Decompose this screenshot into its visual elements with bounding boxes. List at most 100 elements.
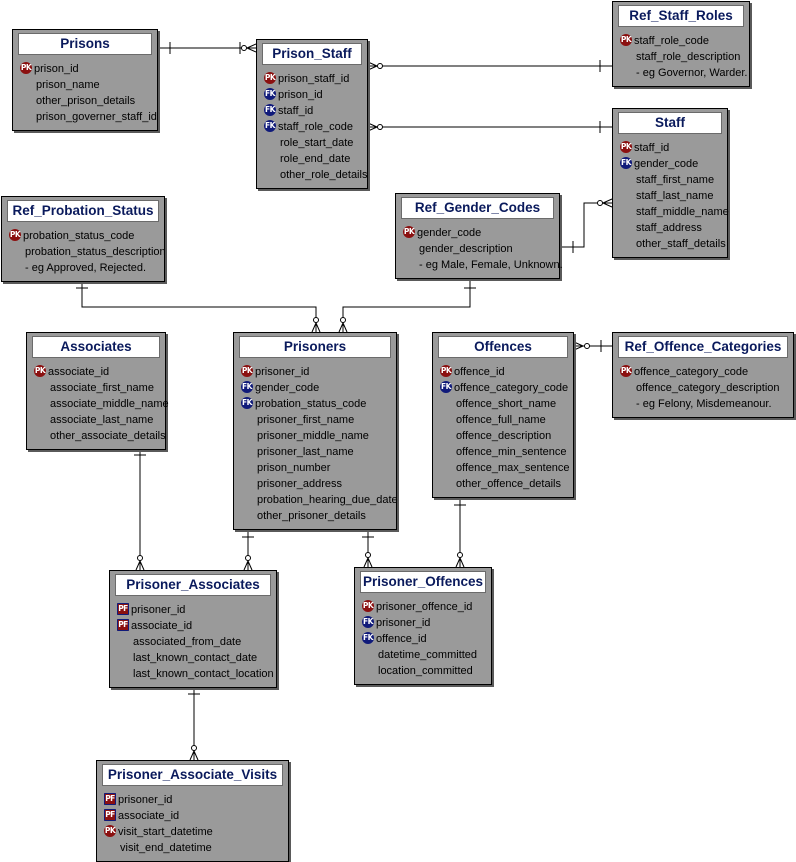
attribute-name: prison_id <box>278 89 323 101</box>
fk-key-icon: FK <box>264 88 276 100</box>
attribute-name: offence_id <box>454 366 505 378</box>
attribute-row: staff_role_description <box>613 49 749 65</box>
pk-key-icon: PK <box>403 226 415 238</box>
attribute-name: prisoner_first_name <box>257 414 355 426</box>
attribute-row: prisoner_first_name <box>234 412 396 428</box>
attribute-row: staff_middle_name <box>613 204 729 220</box>
attribute-name: offence_min_sentence <box>456 446 567 458</box>
attribute-name: staff_middle_name <box>636 206 729 218</box>
entity-title: Associates <box>32 336 160 358</box>
attribute-row: prisoner_address <box>234 476 396 492</box>
attribute-name: staff_address <box>636 222 702 234</box>
fk-key-icon: FK <box>264 104 276 116</box>
attribute-name: gender_description <box>419 243 513 255</box>
pk-key-icon: PK <box>9 229 21 241</box>
entity-title: Ref_Probation_Status <box>7 200 159 222</box>
attribute-row: offence_category_description <box>613 380 793 396</box>
attribute-row: offence_min_sentence <box>433 444 573 460</box>
attribute-name: gender_code <box>255 382 320 394</box>
attribute-name: probation_status_description <box>25 246 166 258</box>
attribute-name: other_prisoner_details <box>257 510 366 522</box>
attribute-name: gender_code <box>417 227 482 239</box>
fk-key-icon: FK <box>362 616 374 628</box>
attribute-name: other_role_details <box>280 169 368 181</box>
attribute-row: location_committed <box>355 663 491 679</box>
entity-title: Prisoner_Associates <box>115 574 271 596</box>
entity-title: Prison_Staff <box>262 43 362 65</box>
attribute-name: prisoner_id <box>131 604 186 616</box>
entity-title: Prisoners <box>239 336 391 358</box>
rel-gender-prisoners <box>338 272 476 333</box>
attribute-row: other_prisoner_details <box>234 508 396 524</box>
fk-key-icon: FK <box>241 397 253 409</box>
attribute-row: other_offence_details <box>433 476 573 492</box>
pk-key-icon: PK <box>620 141 632 153</box>
attribute-name: offence_id <box>376 633 427 645</box>
attribute-name: staff_id <box>634 142 670 154</box>
entity-title: Staff <box>618 112 722 134</box>
attribute-name: other_associate_details <box>50 430 166 442</box>
attribute-name: offence_short_name <box>456 398 557 410</box>
attribute-name: staff_role_code <box>278 121 354 133</box>
rel-prisoners-prisoner-associates <box>242 523 254 571</box>
pf-key-icon: PF <box>104 793 116 805</box>
pk-key-icon: PK <box>440 365 452 377</box>
attribute-name: prisoner_id <box>118 794 173 806</box>
attribute-name: offence_full_name <box>456 414 546 426</box>
attribute-row: last_known_contact_date <box>110 650 276 666</box>
pk-key-icon: PK <box>362 600 374 612</box>
pf-key-icon: PF <box>117 603 129 615</box>
attribute-name: role_start_date <box>280 137 354 149</box>
attribute-row: staff_first_name <box>613 172 727 188</box>
attribute-row: staff_last_name <box>613 188 727 204</box>
attribute-row: offence_full_name <box>433 412 573 428</box>
rel-prisoners-prisoner-offences <box>362 523 374 568</box>
attribute-row: associate_last_name <box>27 412 165 428</box>
attribute-name: other_staff_details <box>636 238 726 250</box>
pk-key-icon: PK <box>104 825 116 837</box>
attribute-name: - eg Governor, Warder. <box>636 67 748 79</box>
attribute-row: prison_number <box>234 460 396 476</box>
attribute-name: associated_from_date <box>133 636 242 648</box>
attribute-name: staff_last_name <box>636 190 714 202</box>
attribute-name: staff_role_description <box>636 51 741 63</box>
attribute-name: offence_max_sentence <box>456 462 570 474</box>
attribute-row: role_start_date <box>257 135 367 151</box>
entity-title: Prisoner_Offences <box>360 571 486 593</box>
attribute-row: role_end_date <box>257 151 367 167</box>
pk-key-icon: PK <box>620 365 632 377</box>
attribute-row: last_known_contact_location <box>110 666 276 682</box>
attribute-row: gender_description <box>396 241 559 257</box>
attribute-name: prison_id <box>34 63 79 75</box>
attribute-name: - eg Felony, Misdemeanour. <box>636 398 772 410</box>
rel-offence-cat-offences <box>573 340 612 352</box>
entity-title: Prisons <box>18 33 152 55</box>
